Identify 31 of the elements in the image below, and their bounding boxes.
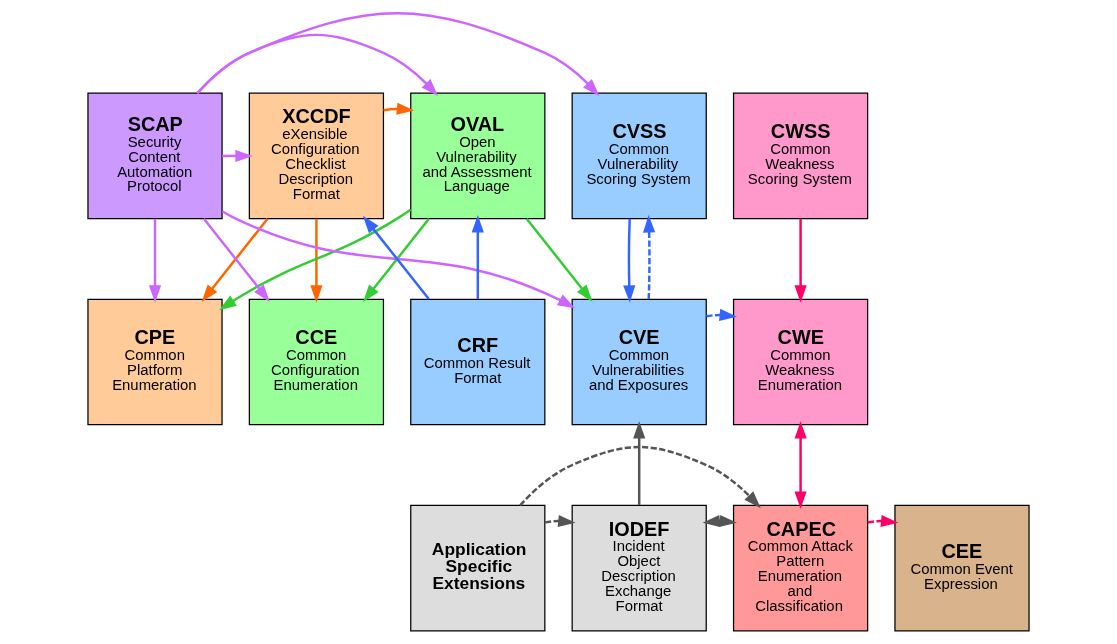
arrow <box>633 421 646 506</box>
arrow <box>794 218 807 303</box>
arrow <box>544 514 576 528</box>
node-box: Application Specific Extensions <box>410 504 546 632</box>
arrow <box>623 218 636 303</box>
node-box: IODEF Incident Object Description Exchange Format <box>571 504 707 632</box>
arrow <box>794 421 807 509</box>
arrow <box>221 210 576 309</box>
arrow <box>471 215 484 299</box>
arrow <box>525 218 593 302</box>
node-box: CPE Common Platform Enumeration <box>87 298 223 426</box>
node-box: SCAP Security Content Automation Protocol <box>87 92 223 220</box>
arrow <box>148 218 162 303</box>
arrow <box>196 11 600 96</box>
node-box: CAPEC Common Attack Pattern Enumeration and Classification <box>732 504 869 632</box>
node-box: OVAL Open Vulnerability and Assessment Language <box>410 92 546 220</box>
node-box: CCE Common Configuration Enumeration <box>248 298 385 426</box>
arrow <box>706 308 737 321</box>
node-box: CEE Common Event Expression <box>894 504 1030 632</box>
node-box: CVE Common Vulnerabilities and Exposures <box>571 298 707 426</box>
arrow <box>702 514 737 528</box>
node-box: CRF Common Result Format <box>410 298 546 426</box>
arrow <box>219 208 412 311</box>
node-box: CWSS Common Weakness Scoring System <box>732 92 869 220</box>
arrow <box>643 215 656 300</box>
arrow <box>519 445 761 509</box>
node-box: XCCDF eXensible Configuration Checklist Description Format <box>248 92 385 220</box>
node-box: CWE Common Weakness Enumeration <box>732 298 869 426</box>
arrow <box>867 514 899 528</box>
arrow <box>310 218 323 303</box>
node-box: CVSS Common Vulnerability Scoring System <box>571 92 707 220</box>
